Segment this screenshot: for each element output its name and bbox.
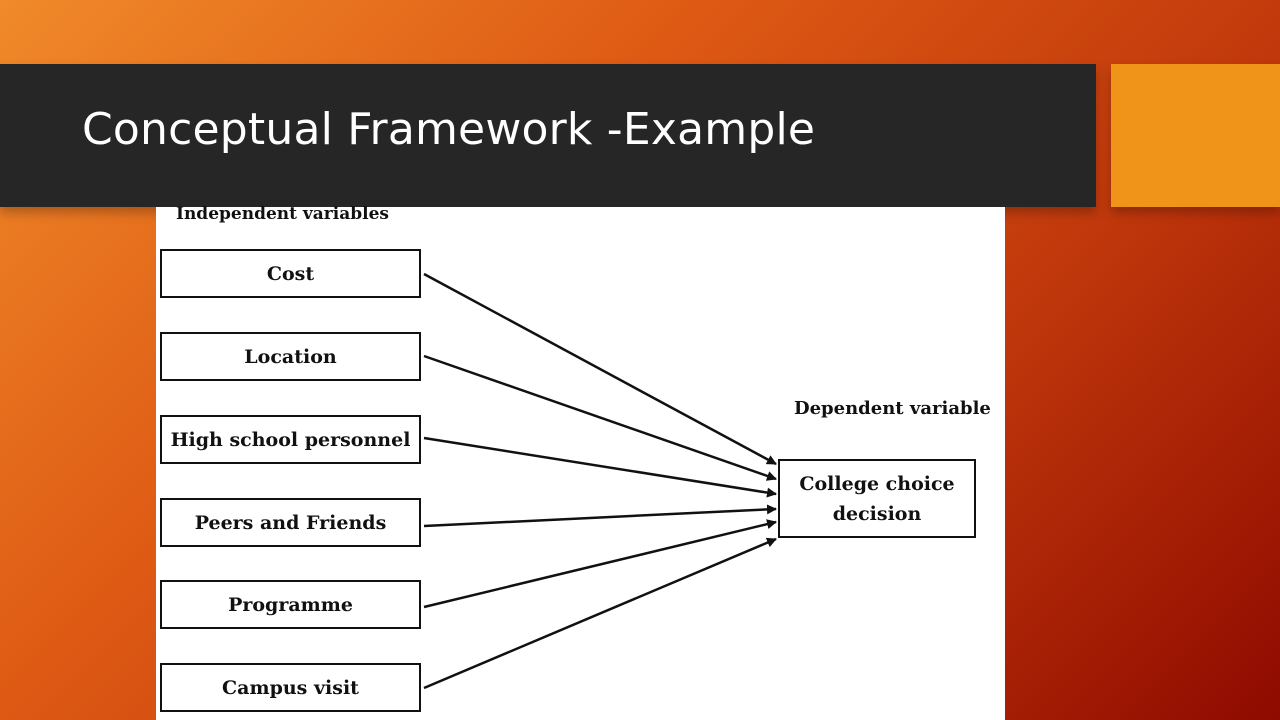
variable-label: Peers and Friends [194, 511, 387, 534]
arrow-high-school-personnel [423, 436, 777, 498]
variable-box-peers-and-friends: Peers and Friends [160, 498, 421, 547]
variable-label: Cost [266, 262, 315, 285]
variable-label: High school personnel [170, 428, 411, 451]
dependent-heading: Dependent variable [794, 398, 991, 419]
variable-box-location: Location [160, 332, 421, 381]
independent-heading: Independent variables [176, 204, 389, 224]
arrow-location [423, 354, 777, 481]
variable-label: Programme [228, 593, 353, 616]
variable-box-high-school-personnel: High school personnel [160, 415, 421, 464]
connector-arrows [423, 272, 777, 690]
arrow-peers-and-friends [423, 504, 777, 528]
dependent-label-line2: decision [832, 502, 922, 525]
arrow-cost [423, 272, 777, 466]
arrow-campus-visit [423, 537, 777, 690]
accent-block [1111, 64, 1280, 207]
arrow-programme [423, 519, 777, 609]
dependent-label-line1: College choice [799, 472, 955, 495]
variable-box-cost: Cost [160, 249, 421, 298]
variable-label: Location [244, 345, 337, 368]
variable-box-campus-visit: Campus visit [160, 663, 421, 712]
slide-title: Conceptual Framework -Example [82, 104, 816, 155]
variable-label: Campus visit [222, 676, 359, 699]
framework-diagram: Independent variables Dependent variable… [156, 204, 1005, 720]
variable-box-programme: Programme [160, 580, 421, 629]
title-bar [0, 64, 1096, 207]
dependent-variable-box: College choice decision [778, 459, 976, 538]
